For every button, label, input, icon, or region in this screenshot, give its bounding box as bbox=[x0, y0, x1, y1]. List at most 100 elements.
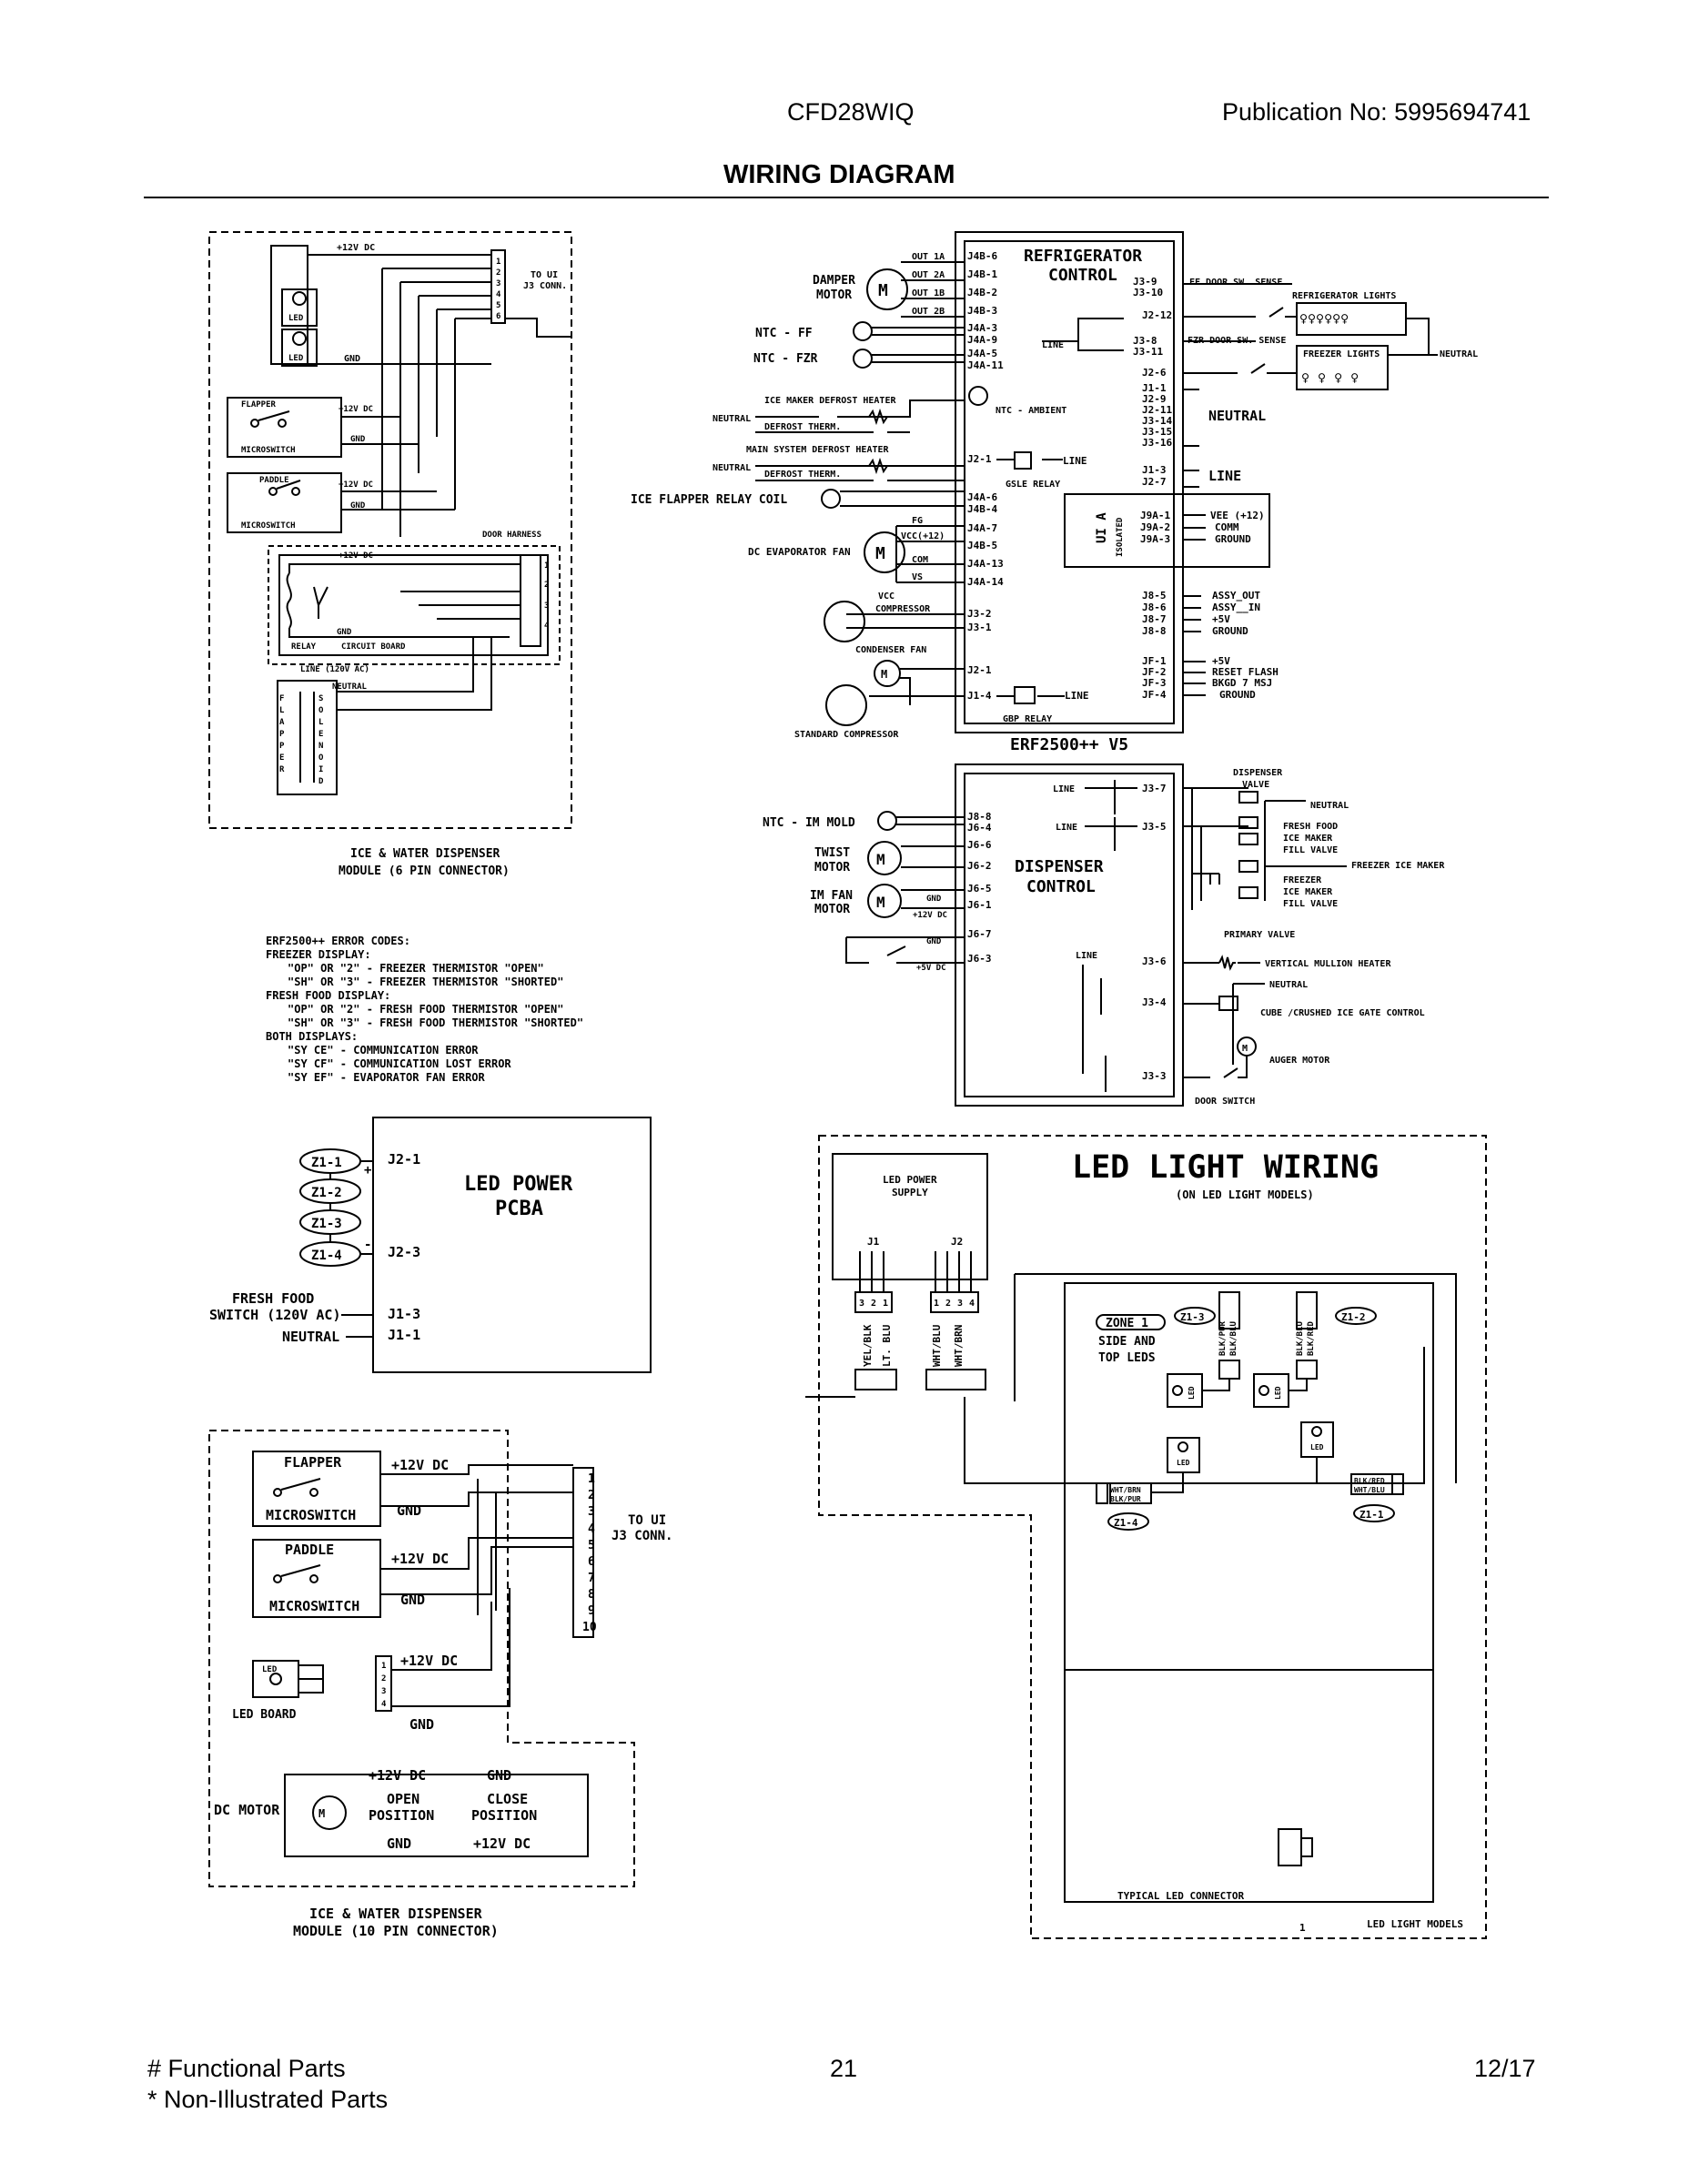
non-illustrated-note: * Non-Illustrated Parts bbox=[147, 2086, 389, 2113]
lnpin-1: J1-3 bbox=[1142, 464, 1167, 476]
j9a-2: J9A-2 bbox=[1140, 521, 1170, 533]
dc-motor-label: DC MOTOR bbox=[214, 1802, 280, 1818]
micro-10-label-2: MICROSWITCH bbox=[269, 1598, 359, 1614]
led-power-title-1: LED POWER bbox=[464, 1173, 573, 1196]
z11-label: Z1-1 bbox=[1359, 1509, 1384, 1521]
ui-a-label: UI A bbox=[1095, 512, 1109, 543]
damper-label-1: DAMPER bbox=[813, 274, 855, 288]
solenoid-letter-5: N bbox=[318, 742, 323, 751]
flapper-letter-5: P bbox=[279, 742, 285, 751]
revision-date: 12/17 bbox=[1474, 2055, 1536, 2082]
page-number: 21 bbox=[830, 2055, 858, 2082]
zone-z1-3: Z1-3 bbox=[311, 1217, 342, 1231]
open-label-1: OPEN bbox=[387, 1791, 419, 1807]
mullion-label: VERTICAL MULLION HEATER bbox=[1265, 959, 1391, 969]
p12-10-3: +12V DC bbox=[400, 1653, 458, 1669]
j8-3: J8-7 bbox=[1142, 613, 1167, 625]
jfl-3: BKGD 7 MSJ bbox=[1212, 677, 1272, 689]
zone-z1-2: Z1-2 bbox=[311, 1186, 342, 1200]
j2-pin-1: 1 bbox=[934, 1299, 939, 1309]
dpin-2: J6-4 bbox=[967, 822, 992, 834]
dpin-6: J6-1 bbox=[967, 899, 992, 911]
error-codes: ERF2500++ ERROR CODES: FREEZER DISPLAY: … bbox=[266, 935, 583, 1084]
twist-label-2: MOTOR bbox=[814, 861, 850, 875]
header-rule bbox=[144, 197, 1549, 198]
fpin-3: J4A-7 bbox=[967, 522, 997, 534]
plus12-label: +12V DC bbox=[337, 243, 375, 253]
twist-label-1: TWIST bbox=[814, 846, 850, 860]
led-board-label: LED BOARD bbox=[232, 1708, 297, 1722]
gnd-d1: GND bbox=[926, 895, 942, 904]
fridge-bulbs: ♀♀♀♀♀♀ bbox=[1299, 310, 1349, 327]
microswitch-label: MICROSWITCH bbox=[241, 446, 296, 455]
twist-m-glyph: M bbox=[876, 851, 885, 868]
fzr-im-label: FREEZER ICE MAKER bbox=[1351, 861, 1445, 871]
circuit-board-label: CIRCUIT BOARD bbox=[341, 642, 406, 652]
jfl-4: GROUND bbox=[1219, 689, 1256, 701]
lpin-7: J4A-5 bbox=[967, 348, 997, 359]
paddle-10-label: PADDLE bbox=[285, 1542, 334, 1558]
assy-4: GROUND bbox=[1212, 625, 1248, 637]
gnd-10-4: GND bbox=[487, 1767, 511, 1784]
solenoid-letter-1: S bbox=[318, 694, 323, 703]
dc-motor-icon bbox=[312, 1795, 347, 1830]
npin-4: J3-14 bbox=[1142, 415, 1172, 427]
condenser-m-glyph: M bbox=[881, 668, 887, 681]
led-a: LED bbox=[1188, 1386, 1196, 1400]
wire-wht-brn: WHT/BRN bbox=[953, 1325, 965, 1367]
jf-2: JF-2 bbox=[1142, 666, 1167, 678]
defrost-therm-1: DEFROST THERM. bbox=[764, 422, 841, 432]
dispctl-line-2: LINE bbox=[1056, 823, 1077, 833]
gnd-d2: GND bbox=[926, 937, 942, 946]
solenoid-letter-7: I bbox=[318, 765, 323, 774]
p5-d: +5V DC bbox=[916, 964, 946, 973]
ff-neutral: NEUTRAL bbox=[282, 1329, 339, 1345]
npin-2: J2-9 bbox=[1142, 393, 1167, 405]
zone1-side: SIDE AND bbox=[1098, 1335, 1156, 1349]
assy-1: ASSY_OUT bbox=[1212, 590, 1260, 602]
led-power-title-2: PCBA bbox=[495, 1198, 543, 1220]
gnd-10-5: GND bbox=[387, 1835, 411, 1852]
rpin-b-1: J3-8 bbox=[1133, 335, 1157, 347]
pin-1: 1 bbox=[496, 258, 500, 267]
fpin-5: J4A-13 bbox=[967, 558, 1004, 570]
wire-yel-blk: YEL/BLK bbox=[862, 1324, 874, 1367]
line-120v-label: LINE (120V AC) bbox=[300, 665, 369, 674]
damper-m-glyph: M bbox=[878, 281, 888, 300]
harness-pin-3: 3 bbox=[544, 602, 549, 611]
neutral-r-label: NEUTRAL bbox=[1440, 349, 1478, 359]
primary-valve-label: PRIMARY VALVE bbox=[1224, 930, 1295, 940]
rb2-label: WHT/BLU bbox=[1354, 1486, 1385, 1494]
publication-number: Publication No: 5995694741 bbox=[1222, 98, 1531, 126]
small-pin-4: 4 bbox=[381, 1700, 387, 1709]
dispenser-control: DISPENSER CONTROL LINE LINE LINE J3-7 J3… bbox=[763, 763, 1445, 1107]
dispctl-line-1: LINE bbox=[1053, 784, 1075, 794]
lpin-5: J4A-3 bbox=[967, 322, 997, 334]
lpin-6: J4A-9 bbox=[967, 334, 997, 346]
ntc-im-label: NTC - IM MOLD bbox=[763, 816, 855, 830]
npin-1: J1-1 bbox=[1142, 382, 1167, 394]
line-big-label: LINE bbox=[1208, 468, 1241, 484]
led-label-1: LED bbox=[288, 314, 304, 323]
compressor-label: COMPRESSOR bbox=[875, 604, 931, 614]
model-number: CFD28WIQ bbox=[787, 98, 915, 126]
j1-1-power: J1-1 bbox=[388, 1327, 420, 1343]
solenoid-letter-4: E bbox=[318, 730, 323, 739]
j1-led: J1 bbox=[867, 1236, 880, 1248]
isolated-label: ISOLATED bbox=[1116, 517, 1125, 557]
ff-switch-1: FRESH FOOD bbox=[232, 1290, 314, 1307]
pin-10-4: 4 bbox=[588, 1522, 595, 1536]
dispctl-j3-7: J3-7 bbox=[1142, 783, 1167, 794]
pin-6: 6 bbox=[496, 312, 500, 321]
close-label-1: CLOSE bbox=[487, 1791, 528, 1807]
z14-label: Z1-4 bbox=[1114, 1517, 1138, 1529]
fpin-2: J4B-4 bbox=[967, 503, 997, 515]
ff-ice-3: FILL VALVE bbox=[1283, 845, 1338, 855]
dispctl-j3-6: J3-6 bbox=[1142, 956, 1167, 967]
error-line-5: FRESH FOOD DISPLAY: bbox=[266, 989, 390, 1002]
gbp-label: GBP RELAY bbox=[1003, 714, 1052, 724]
dpin-4: J6-2 bbox=[967, 860, 992, 872]
vcc-label: VCC bbox=[878, 592, 895, 602]
j2-led: J2 bbox=[951, 1236, 963, 1248]
z12-label: Z1-2 bbox=[1341, 1311, 1366, 1323]
